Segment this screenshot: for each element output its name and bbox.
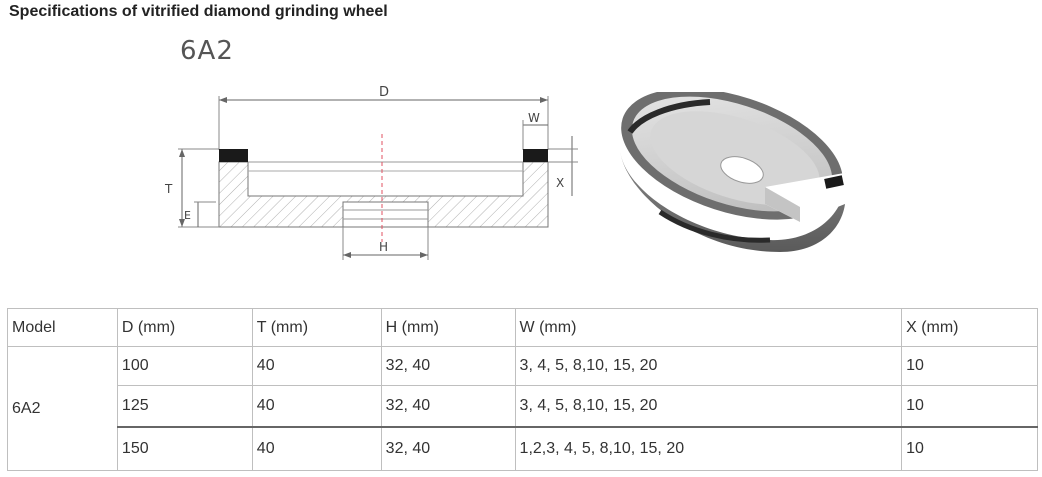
cell-t: 40: [251, 426, 382, 471]
model-cell: 6A2: [7, 346, 118, 471]
header-h: H (mm): [380, 308, 516, 347]
header-d: D (mm): [116, 308, 253, 347]
table-row: 150 40 32, 40 1,2,3, 4, 5, 8,10, 15, 20 …: [8, 426, 1038, 471]
cell-d: 100: [116, 346, 253, 386]
cell-w: 3, 4, 5, 8,10, 15, 20: [514, 385, 903, 428]
diamond-layer-right: [523, 149, 548, 162]
table-header-row: Model D (mm) T (mm) H (mm) W (mm) X (mm): [7, 308, 1038, 347]
page-heading: Specifications of vitrified diamond grin…: [9, 3, 388, 20]
cell-h: 32, 40: [380, 346, 516, 386]
dim-t-label: T: [164, 182, 173, 196]
header-model: Model: [7, 308, 118, 347]
drawing-model-label: 6A2: [180, 36, 234, 66]
cell-d: 150: [116, 426, 253, 471]
dim-d-label: D: [379, 85, 389, 100]
table-row: 125 40 32, 40 3, 4, 5, 8,10, 15, 20 10: [8, 385, 1038, 428]
dim-e-label: E: [184, 209, 191, 222]
cell-x: 10: [901, 346, 1038, 386]
cell-x: 10: [901, 426, 1038, 471]
technical-drawing: D W T E X H: [164, 85, 578, 260]
cell-h: 32, 40: [380, 426, 516, 471]
diamond-layer-left: [219, 149, 248, 162]
bore: [342, 201, 429, 228]
cell-d: 125: [116, 385, 253, 428]
wheel-render: [620, 92, 850, 252]
dim-x-label: X: [556, 176, 564, 190]
header-t: T (mm): [251, 308, 382, 347]
cell-x: 10: [901, 385, 1038, 428]
cell-t: 40: [251, 346, 382, 386]
cell-t: 40: [251, 385, 382, 428]
dim-h-label: H: [379, 240, 388, 254]
header-w: W (mm): [514, 308, 903, 347]
table-row: 6A2 100 40 32, 40 3, 4, 5, 8,10, 15, 20 …: [7, 346, 1038, 471]
header-x: X (mm): [901, 308, 1038, 347]
cell-w: 1,2,3, 4, 5, 8,10, 15, 20: [514, 426, 903, 471]
cell-h: 32, 40: [380, 385, 516, 428]
specs-table: Model D (mm) T (mm) H (mm) W (mm) X (mm)…: [7, 308, 1038, 471]
cell-w: 3, 4, 5, 8,10, 15, 20: [514, 346, 903, 386]
dim-w-label: W: [528, 111, 540, 125]
wheel-bore: [720, 156, 764, 184]
